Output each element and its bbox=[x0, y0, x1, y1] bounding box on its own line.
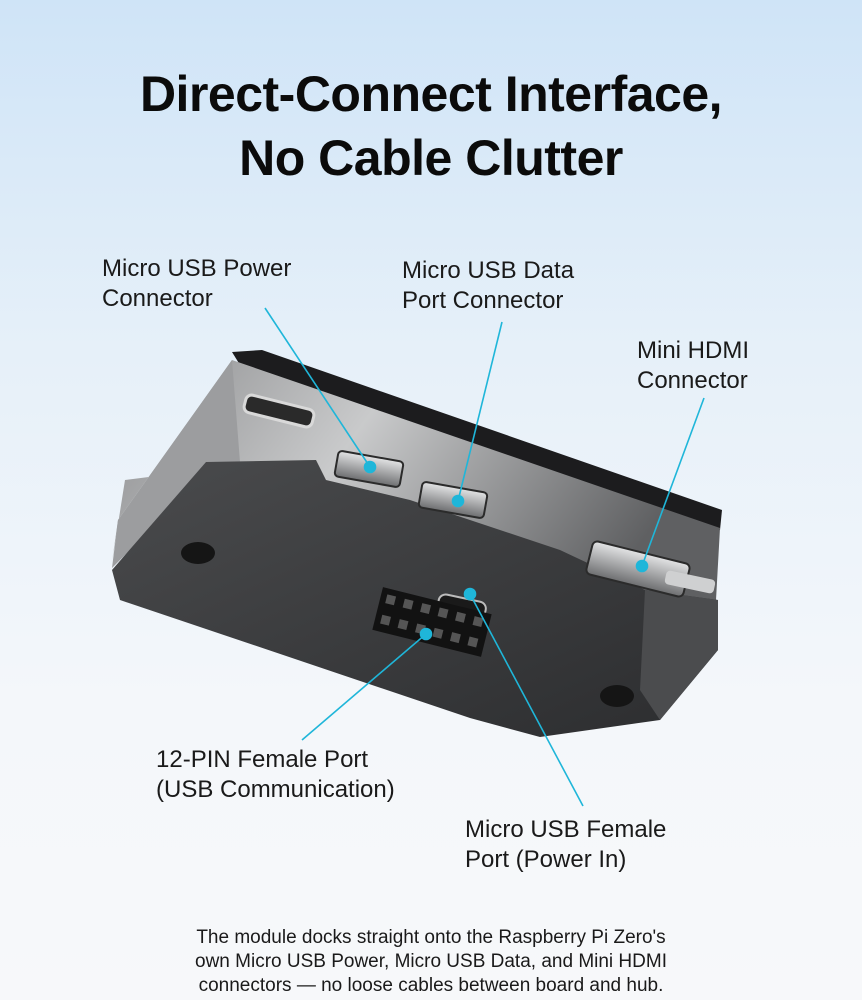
callout-line: Connector bbox=[102, 285, 213, 312]
leader-line-pin bbox=[301, 633, 427, 741]
callout-line: Micro USB Power bbox=[102, 255, 292, 282]
callout-micro-usb-data: Micro USB Data Port Connector bbox=[402, 256, 574, 316]
leader-line-female bbox=[469, 593, 584, 807]
device-front-face-left bbox=[112, 360, 240, 568]
title-line-1: Direct-Connect Interface, bbox=[139, 66, 723, 122]
leader-line-data bbox=[457, 321, 503, 502]
leader-dot-hdmi bbox=[635, 559, 649, 573]
callout-line: Micro USB Female bbox=[465, 816, 667, 843]
callout-line: (USB Communication) bbox=[156, 776, 395, 803]
leader-dot-power bbox=[363, 460, 377, 474]
callout-line: Mini HDMI bbox=[637, 337, 749, 364]
callout-micro-usb-female: Micro USB Female Port (Power In) bbox=[465, 815, 666, 875]
leader-dot-pin bbox=[419, 627, 433, 641]
callout-line: 12-PIN Female Port bbox=[156, 746, 369, 773]
caption-line: connectors — no loose cables between boa… bbox=[198, 975, 664, 996]
device-front-face bbox=[112, 360, 720, 610]
leader-line-power bbox=[264, 307, 371, 468]
caption: The module docks straight onto the Raspb… bbox=[120, 926, 742, 998]
slot-connector bbox=[242, 393, 316, 429]
caption-line: own Micro USB Power, Micro USB Data, and… bbox=[195, 951, 667, 972]
callout-mini-hdmi: Mini HDMI Connector bbox=[637, 336, 749, 396]
device-top-rim bbox=[232, 350, 722, 530]
callout-line: Port (Power In) bbox=[465, 846, 627, 873]
screw-hole-right bbox=[600, 685, 634, 707]
leader-line-hdmi bbox=[641, 397, 705, 567]
leader-dot-female bbox=[463, 587, 477, 601]
pin-header bbox=[372, 587, 492, 657]
callout-line: Micro USB Data bbox=[402, 257, 575, 284]
callout-pin-port: 12-PIN Female Port (USB Communication) bbox=[156, 745, 395, 805]
leader-dot-data bbox=[451, 494, 465, 508]
caption-line: The module docks straight onto the Raspb… bbox=[196, 927, 666, 948]
callout-micro-usb-power: Micro USB Power Connector bbox=[102, 254, 291, 314]
callout-line: Port Connector bbox=[402, 287, 564, 314]
page-title: Direct-Connect Interface, No Cable Clutt… bbox=[0, 62, 862, 190]
callout-line: Connector bbox=[637, 367, 748, 394]
mini-hdmi-slot bbox=[664, 570, 716, 594]
title-line-2: No Cable Clutter bbox=[239, 130, 623, 186]
device-right-bevel bbox=[640, 590, 718, 720]
screw-hole-left bbox=[181, 542, 215, 564]
